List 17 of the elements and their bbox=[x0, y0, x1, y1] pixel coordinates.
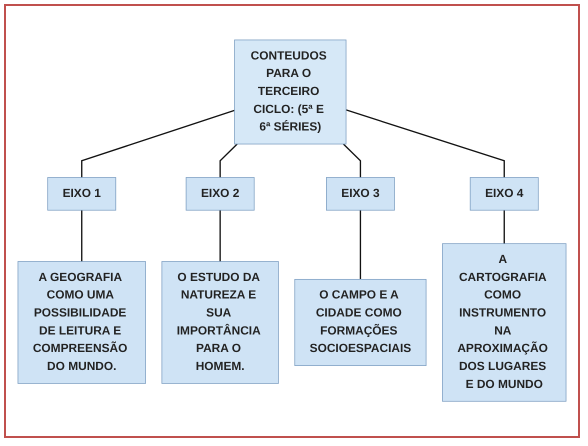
node-box: EIXO 1 bbox=[47, 178, 116, 211]
connector bbox=[360, 210, 362, 280]
connector bbox=[81, 210, 82, 262]
node-box: EIXO 4 bbox=[470, 178, 539, 211]
connector bbox=[219, 210, 221, 262]
connector bbox=[342, 144, 362, 178]
connector bbox=[504, 210, 505, 244]
node-box: EIXO 2 bbox=[186, 178, 255, 211]
node-box: EIXO 3 bbox=[326, 178, 395, 211]
node-box: A CARTOGRAFIA COMO INSTRUMENTO NA APROXIMAÇÃO DOS LUGARES E DO MUNDO bbox=[442, 244, 566, 402]
connector bbox=[219, 144, 238, 178]
node-box: CONTEUDOS PARA O TERCEIRO CICLO: (5ª E 6ª SÉRIES) bbox=[234, 40, 346, 145]
node-box: A GEOGRAFIA COMO UMA POSSIBILIDADE DE LEITURA E COMPREENSÃO DO MUNDO. bbox=[18, 262, 146, 384]
connector bbox=[81, 110, 235, 178]
node-box: O ESTUDO DA NATUREZA E SUA IMPORTÂNCIA PARA O HOMEM. bbox=[162, 262, 279, 384]
connector bbox=[346, 110, 505, 178]
node-box: O CAMPO E A CIDADE COMO FORMAÇÕES SOCIOESPACIAIS bbox=[294, 279, 426, 366]
